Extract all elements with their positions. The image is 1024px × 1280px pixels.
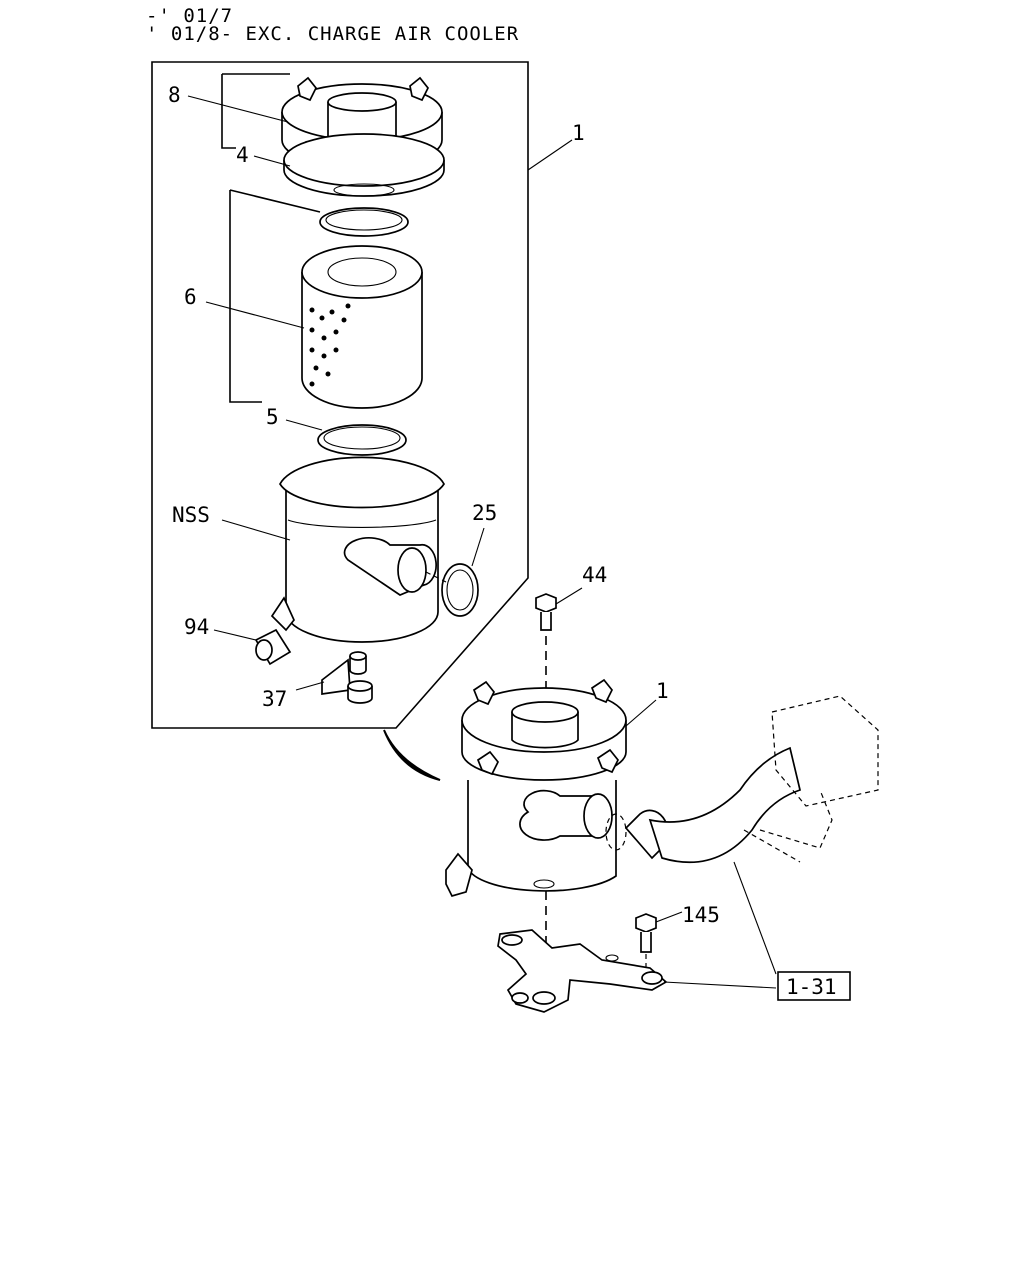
callout-1-group: 1: [572, 121, 585, 145]
group-bracket-6-5: [229, 190, 262, 403]
o-ring-upper[interactable]: [319, 207, 409, 237]
bolt-icon[interactable]: [535, 593, 557, 631]
housing-nss[interactable]: [270, 456, 445, 643]
callout-8: 8: [168, 83, 181, 107]
callout-145: 145: [682, 903, 720, 927]
bolt-icon[interactable]: [635, 913, 657, 953]
clamp-icon: [472, 678, 620, 776]
callout-4: 4: [236, 143, 249, 167]
header-line-1: -' 01/7: [146, 5, 233, 27]
reference-box-label: 1-31: [786, 975, 837, 999]
callout-1-assembly: 1: [656, 679, 669, 703]
mount-part-37[interactable]: [321, 651, 373, 704]
group-bracket-8-4: [221, 74, 236, 149]
exploded-view-frame: [151, 61, 529, 729]
reference-box[interactable]: [777, 971, 851, 1001]
bracket-icon[interactable]: [497, 929, 668, 1013]
callout-94: 94: [184, 615, 209, 639]
gasket-part-4[interactable]: [283, 133, 445, 197]
callout-37: 37: [262, 687, 287, 711]
hose-clamp-part-25[interactable]: [441, 563, 479, 617]
assembly-arrow: [383, 729, 441, 781]
o-ring-part-5[interactable]: [317, 424, 407, 456]
filter-element-part-6[interactable]: [301, 245, 423, 409]
callout-25: 25: [472, 501, 497, 525]
callout-nss: NSS: [172, 503, 210, 527]
air-cleaner-assembly-1[interactable]: [445, 678, 627, 898]
callout-44: 44: [582, 563, 607, 587]
callout-5: 5: [266, 405, 279, 429]
hose-icon[interactable]: [605, 695, 879, 864]
callout-6: 6: [184, 285, 197, 309]
perforation-dots: [309, 303, 351, 387]
dust-valve-part-94[interactable]: [254, 628, 292, 666]
header-line-2: ' 01/8- EXC. CHARGE AIR COOLER: [146, 23, 519, 45]
